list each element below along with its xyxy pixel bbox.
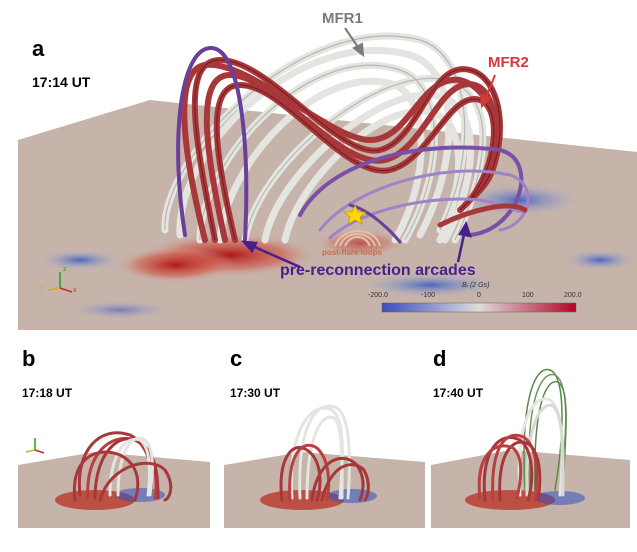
panel-a-letter: a bbox=[32, 36, 45, 61]
panel-b-time: 17:18 UT bbox=[22, 386, 73, 400]
colorbar-title: Bᵣ (2 Gs) bbox=[462, 282, 490, 289]
panel-d-letter: d bbox=[433, 346, 447, 371]
arcades-label: pre-reconnection arcades bbox=[280, 262, 476, 279]
panel-c-time: 17:30 UT bbox=[230, 386, 281, 400]
panel-d-time: 17:40 UT bbox=[433, 386, 484, 400]
colorbar bbox=[381, 302, 577, 313]
panel-a-render bbox=[18, 27, 637, 330]
axis-y-label: y bbox=[40, 284, 44, 291]
colorbar-tick-0: -200.0 bbox=[368, 292, 388, 299]
mfr1-label: MFR1 bbox=[322, 10, 363, 27]
axis-z-label: z bbox=[63, 266, 67, 273]
colorbar-tick-4: 200.0 bbox=[564, 292, 582, 299]
axes-glyph bbox=[47, 272, 73, 293]
colorbar-tick-2: 0 bbox=[477, 292, 481, 299]
mfr2-label: MFR2 bbox=[488, 54, 529, 71]
post-flare-loops bbox=[334, 230, 381, 247]
annotation-arrows bbox=[240, 221, 472, 269]
panel-a-time: 17:14 UT bbox=[32, 74, 91, 90]
panel-d: d 17:40 UT bbox=[425, 340, 637, 547]
panel-b-render bbox=[18, 431, 210, 528]
yellow-star-icon bbox=[343, 204, 367, 225]
panel-a: a 17:14 UT MFR1 MFR2 post-flare loops pr… bbox=[18, 10, 637, 330]
panel-d-render bbox=[431, 368, 630, 528]
panel-c-render bbox=[224, 404, 425, 528]
panel-c-letter: c bbox=[230, 346, 243, 371]
colorbar-tick-3: 100 bbox=[522, 292, 534, 299]
panel-c: c 17:30 UT bbox=[212, 340, 425, 547]
panel-b: b 17:18 UT bbox=[0, 340, 212, 547]
panel-b-letter: b bbox=[22, 346, 36, 371]
colorbar-tick-1: -100 bbox=[421, 292, 436, 299]
axis-x-label: x bbox=[73, 287, 77, 294]
post-flare-label: post-flare loops bbox=[322, 248, 383, 257]
